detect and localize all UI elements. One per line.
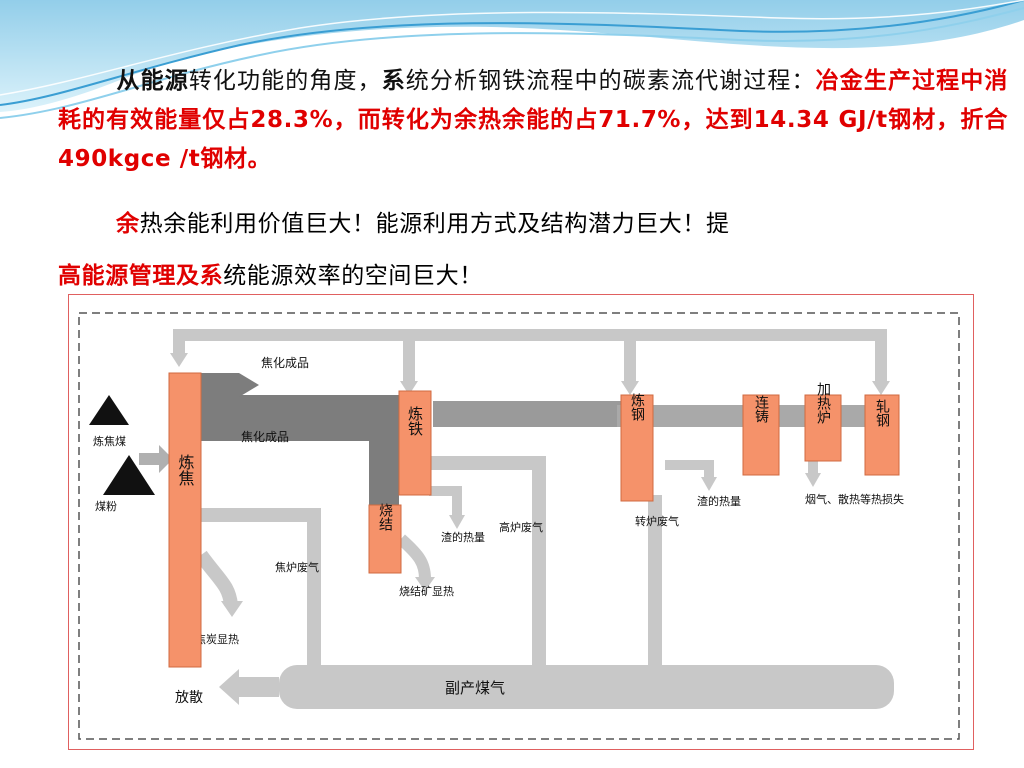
coking-unit [168,372,202,668]
coke-sensible-heat-label: 焦炭显热 [195,633,239,646]
byproduct-gas-bar [279,665,894,709]
text-segment: 统分析钢铁流程中的碳素流代谢过程： [405,68,816,94]
highlight-statistics: 冶金生产过程中消耗的有效能量仅占28.3%，而转化为余热余能的占71.7%，达到… [58,68,1008,172]
coke-product-top-arrow [197,373,259,397]
steelmaking-unit-label: 炼钢 [629,393,645,422]
steel-slag-heat-label: 渣的热量 [697,494,741,508]
reheating-unit-label: 加热炉 [815,382,831,424]
sintering-unit [368,504,402,574]
sinter-heat-label: 烧结矿显热 [399,585,454,598]
converter-gas-label: 转炉废气 [635,514,679,528]
text-segment: 热余能利用价值巨大！能源利用方式及结构潜力巨大！提 [139,211,730,237]
rolling-unit-label: 轧钢 [874,399,890,428]
coke-product-main-label: 焦化成品 [241,430,289,444]
casting-unit [742,394,780,476]
bf-gas-label: 高炉废气 [499,520,543,534]
coal-powder-label: 煤粉 [95,500,117,513]
rolling-unit [864,394,900,476]
emphasis-system: 系 [381,68,406,94]
iron-to-steel-band [433,401,621,427]
energy-flow-diagram: 副产煤气 放散 焦化成品 焦化成品 炼焦煤 煤粉 焦炭显热 焦炉废气 高炉废气 … [78,312,960,740]
sintering-unit-label: 烧结 [377,503,393,531]
reheating-unit [804,394,842,462]
iron-slag-heat-label: 渣的热量 [441,530,485,544]
coking-coal-icon [89,395,129,425]
text-segment: 统能源效率的空间巨大！ [223,263,483,289]
flare-arrow [219,669,279,705]
ironmaking-unit [398,390,432,496]
input-arrow [139,445,173,473]
reheat-losses-label: 烟气、散热等热损失 [805,492,904,506]
intro-paragraph-text: 从能源转化功能的角度，系统分析钢铁流程中的碳素流代谢过程：冶金生产过程中消耗的有… [58,62,1008,179]
highlight-management: 高能源管理及系 [58,263,224,289]
coking-coal-label: 炼焦煤 [93,434,126,448]
intro-paragraph: 从能源转化功能的角度，系统分析钢铁流程中的碳素流代谢过程：冶金生产过程中消耗的有… [58,62,1008,179]
coke-product-band [197,395,399,505]
text-segment: 转化功能的角度， [188,68,382,94]
top-return-flow [173,329,887,383]
coal-powder-icon [103,455,155,495]
header-wave-decoration [0,0,1024,119]
steelmaking-unit [620,394,654,502]
conclusion-paragraph: 余热余能利用价值巨大！能源利用方式及结构潜力巨大！提高能源管理及系统能源效率的空… [58,198,1008,302]
coke-product-top-label: 焦化成品 [261,356,309,370]
flare-label: 放散 [175,690,203,706]
coking-unit-label: 炼焦 [176,454,195,486]
energy-flow-diagram-frame: 副产煤气 放散 焦化成品 焦化成品 炼焦煤 煤粉 焦炭显热 焦炉废气 高炉废气 … [68,294,974,750]
coke-oven-gas-label: 焦炉废气 [275,560,319,574]
ironmaking-unit-label: 炼铁 [406,406,424,436]
emphasis-energy: 从能源 [116,68,189,94]
byproduct-gas-label: 副产煤气 [445,679,505,697]
system-boundary [78,312,960,740]
casting-unit-label: 连铸 [753,395,769,423]
highlight-start: 余 [116,211,140,237]
